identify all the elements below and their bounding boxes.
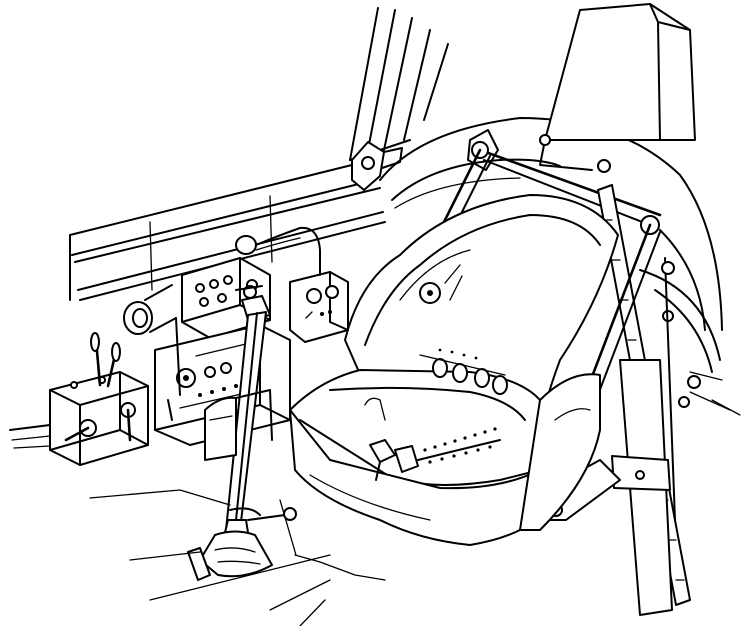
center-pedestal [204,389,273,461]
pedal-linkage [229,507,297,521]
throttle-box [49,371,149,466]
gauge-box [289,271,349,343]
seat-back-emblem [419,264,463,304]
instrument-lamp [235,226,321,276]
seat-headrest [539,3,696,171]
rear-bulkhead [379,117,741,416]
seat-rail-right [597,184,691,616]
canopy-latch-bracket [351,141,403,191]
canopy-frame [349,7,449,161]
seat-stitching [423,348,497,464]
pilot-seat [289,194,619,546]
cockpit-floor [89,489,386,626]
harness-buckle [364,397,501,481]
stick-boot [187,530,273,581]
trim-wheel [123,284,181,396]
throttle-levers [9,332,121,449]
